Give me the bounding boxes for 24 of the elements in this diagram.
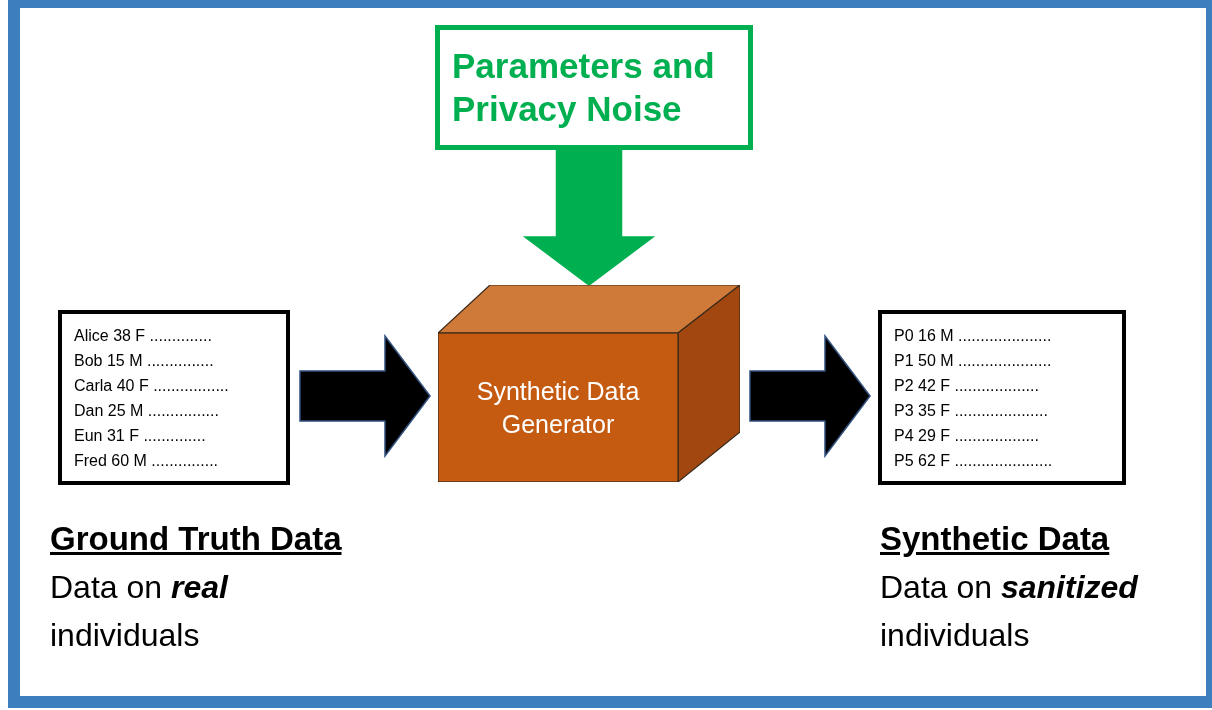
table-row-text: P4 29 F ...................: [894, 425, 1040, 446]
cube-label: Synthetic Data Generator: [475, 376, 641, 440]
table-row-text: Bob 15 M ...............: [74, 350, 215, 371]
block-arrow: [749, 333, 871, 459]
table-row-text: Carla 40 F .................: [74, 375, 230, 396]
section-heading: Ground Truth Data: [50, 519, 342, 559]
table-row-text: Dan 25 M ................: [74, 400, 220, 421]
data-table: [58, 310, 290, 485]
description-text: Data on real individuals: [50, 567, 230, 655]
data-table: [878, 310, 1126, 485]
section-heading: Synthetic Data: [880, 519, 1110, 559]
table-row-text: P2 42 F ...................: [894, 375, 1040, 396]
block-arrow: [299, 333, 431, 459]
table-row-text: Alice 38 F ..............: [74, 325, 213, 346]
table-row-text: Eun 31 F ..............: [74, 425, 207, 446]
process-box: [435, 25, 753, 150]
table-row-text: Fred 60 M ...............: [74, 450, 220, 471]
box-label: Parameters and Privacy Noise: [452, 44, 716, 130]
table-row-text: P0 16 M .....................: [894, 325, 1053, 346]
table-row-text: P1 50 M .....................: [894, 350, 1053, 371]
table-row-text: P3 35 F .....................: [894, 400, 1049, 421]
table-row-text: P5 62 F ......................: [894, 450, 1054, 471]
block-arrow: [522, 149, 656, 286]
description-text: Data on sanitized individuals: [880, 567, 1140, 655]
